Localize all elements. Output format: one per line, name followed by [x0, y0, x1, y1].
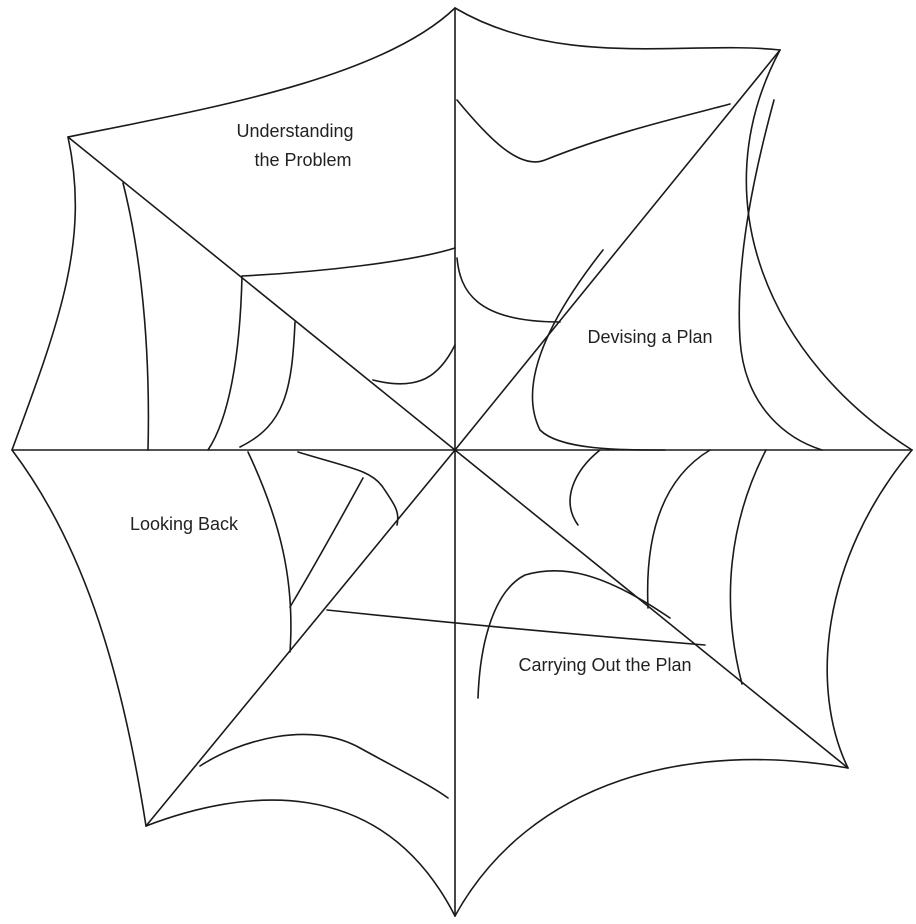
thread — [208, 276, 242, 450]
thread — [298, 452, 398, 525]
web-spokes — [12, 8, 912, 916]
thread — [290, 478, 363, 607]
frame-top-right — [455, 8, 780, 50]
thread — [739, 100, 822, 450]
frame-bottom-left — [146, 800, 455, 916]
label-carrying-out-the-plan: Carrying Out the Plan — [518, 655, 691, 675]
spoke-southeast — [455, 450, 848, 768]
label-looking-back: Looking Back — [130, 514, 239, 534]
thread — [533, 250, 665, 450]
web-inner-threads — [123, 100, 822, 798]
spoke-northeast — [455, 50, 780, 450]
frame-bottom-right — [455, 760, 848, 916]
thread — [648, 450, 710, 608]
spoke-southwest — [146, 450, 455, 826]
thread — [457, 258, 560, 322]
thread — [248, 452, 291, 652]
frame-left-lower — [12, 450, 146, 826]
thread — [240, 322, 295, 447]
web-labels: Understanding the Problem Devising a Pla… — [130, 121, 713, 675]
label-understanding-line1: Understanding — [236, 121, 353, 141]
thread — [457, 100, 730, 162]
label-devising-a-plan: Devising a Plan — [587, 327, 712, 347]
thread — [242, 248, 455, 276]
thread — [730, 450, 766, 684]
web-outer-frame — [12, 8, 912, 916]
thread — [570, 450, 600, 525]
thread — [123, 183, 148, 450]
frame-right-lower — [827, 450, 912, 768]
thread — [327, 610, 705, 645]
thread — [373, 345, 455, 384]
spoke-northwest — [68, 137, 455, 450]
thread — [200, 734, 448, 798]
frame-left-upper — [12, 137, 75, 450]
frame-top-left — [68, 8, 455, 137]
label-understanding-line2: the Problem — [254, 150, 351, 170]
